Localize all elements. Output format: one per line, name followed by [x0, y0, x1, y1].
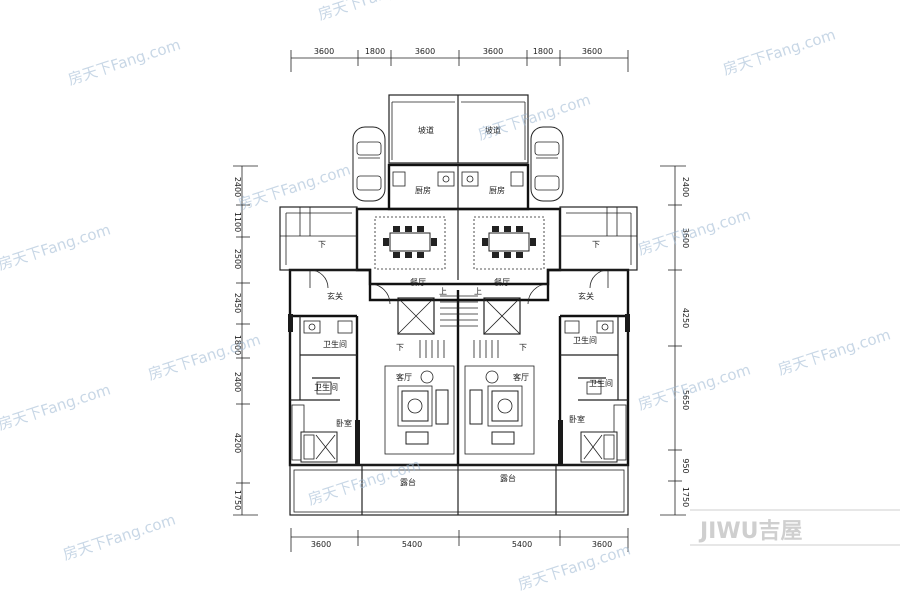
left-dim-7: 4200 — [233, 433, 242, 453]
watermark-3: 房天下Fang.com — [721, 25, 838, 78]
stair-down-right: 下 — [519, 343, 527, 352]
watermark-14: 房天下Fang.com — [636, 360, 753, 413]
dining-table-left-icon — [374, 216, 446, 270]
kitchen-right-label: 厨房 — [489, 185, 505, 195]
left-dim-6: 2400 — [233, 372, 242, 392]
living-left-label: 客厅 — [396, 372, 412, 382]
interior-walls-left — [288, 314, 360, 465]
bed-right-icon — [580, 431, 618, 463]
kitchen-right-fixtures — [461, 171, 524, 187]
watermark-2: 房天下Fang.com — [316, 0, 433, 24]
top-dim-2: 1800 — [365, 47, 385, 56]
terrace-left-label: 露台 — [400, 477, 416, 487]
stair-down-left: 下 — [396, 343, 404, 352]
top-dim-1: 3600 — [314, 47, 334, 56]
bed-left-icon — [300, 431, 338, 463]
watermark-6: 房天下Fang.com — [0, 220, 113, 273]
brand-logo-text: JIWU吉屋 — [698, 518, 803, 544]
kitchen-left-label: 厨房 — [415, 185, 431, 195]
bath-left-lower-label: 卫生间 — [314, 382, 338, 392]
left-dim-2: 1100 — [233, 212, 242, 232]
right-dim-2: 3600 — [681, 228, 690, 248]
car-right-icon — [530, 126, 564, 202]
right-dim-6: 1750 — [681, 487, 690, 507]
exterior-walls — [288, 163, 630, 516]
bottom-dim-3: 5400 — [512, 540, 532, 549]
right-dim-4: 5650 — [681, 390, 690, 410]
ramp-right-label: 坡道 — [485, 125, 501, 135]
interior-walls-right — [558, 314, 630, 465]
watermark-10: 房天下Fang.com — [0, 380, 113, 433]
bottom-dimension-line: 3600 5400 5400 3600 — [290, 528, 629, 552]
watermark-1: 房天下Fang.com — [66, 35, 183, 88]
foyer-right-label: 玄关 — [578, 291, 594, 301]
top-dim-5: 1800 — [533, 47, 553, 56]
stair-down-far-right: 下 — [592, 240, 600, 249]
bath-right-upper-label: 卫生间 — [573, 335, 597, 345]
watermark-12: 房天下Fang.com — [61, 510, 178, 563]
balcony-right-top — [559, 206, 638, 271]
bottom-dim-4: 3600 — [592, 540, 612, 549]
left-dim-1: 2400 — [233, 177, 242, 197]
dining-table-right-icon — [473, 216, 545, 270]
left-dimension-line: 2400 1100 2500 2450 1800 2400 4200 1750 — [233, 165, 258, 516]
top-dimension-line: 3600 1800 3600 3600 1800 3600 — [290, 47, 629, 72]
stair-down-far-left: 下 — [318, 240, 326, 249]
watermark-9: 房天下Fang.com — [776, 325, 893, 378]
kitchen-left-fixtures — [392, 171, 455, 187]
right-dimension-line: 2400 3600 4250 5650 950 1750 — [660, 165, 690, 516]
bottom-dim-1: 3600 — [311, 540, 331, 549]
living-right-label: 客厅 — [513, 372, 529, 382]
ramp-area: 坡道 坡道 — [388, 94, 529, 164]
top-dim-3: 3600 — [415, 47, 435, 56]
bath-right-lower-label: 卫生间 — [589, 378, 613, 388]
living-right-furniture — [464, 365, 535, 455]
dining-right-label: 餐厅 — [494, 278, 510, 287]
stair-up-right: 上 — [474, 287, 482, 296]
bottom-dim-2: 5400 — [402, 540, 422, 549]
ramp-left-label: 坡道 — [418, 125, 434, 135]
left-dim-4: 2450 — [233, 293, 242, 313]
right-dim-3: 4250 — [681, 308, 690, 328]
watermark-7: 房天下Fang.com — [636, 205, 753, 258]
top-dim-6: 3600 — [582, 47, 602, 56]
watermark-8: 房天下Fang.com — [146, 330, 263, 383]
left-dim-5: 1800 — [233, 335, 242, 355]
terrace-right-label: 露台 — [500, 473, 516, 483]
bedroom-left-label: 卧室 — [336, 418, 352, 428]
right-dim-1: 2400 — [681, 177, 690, 197]
watermark-13: 房天下Fang.com — [516, 540, 633, 593]
bath-left-upper-label: 卫生间 — [323, 339, 347, 349]
watermark-5: 房天下Fang.com — [236, 160, 353, 213]
left-dim-3: 2500 — [233, 249, 242, 269]
dining-left-label: 餐厅 — [410, 278, 426, 287]
top-dim-4: 3600 — [483, 47, 503, 56]
right-dim-5: 950 — [681, 458, 690, 473]
living-left-furniture — [384, 365, 455, 455]
foyer-left-label: 玄关 — [327, 291, 343, 301]
car-left-icon — [352, 126, 386, 202]
jiwu-logo: JIWU吉屋 — [690, 509, 900, 546]
foyer-doors — [309, 269, 609, 305]
stair-core — [397, 295, 521, 358]
bedroom-right-label: 卧室 — [569, 414, 585, 424]
stair-up-left: 上 — [439, 287, 447, 296]
balcony-left-top — [279, 206, 358, 271]
left-dim-8: 1750 — [233, 490, 242, 510]
